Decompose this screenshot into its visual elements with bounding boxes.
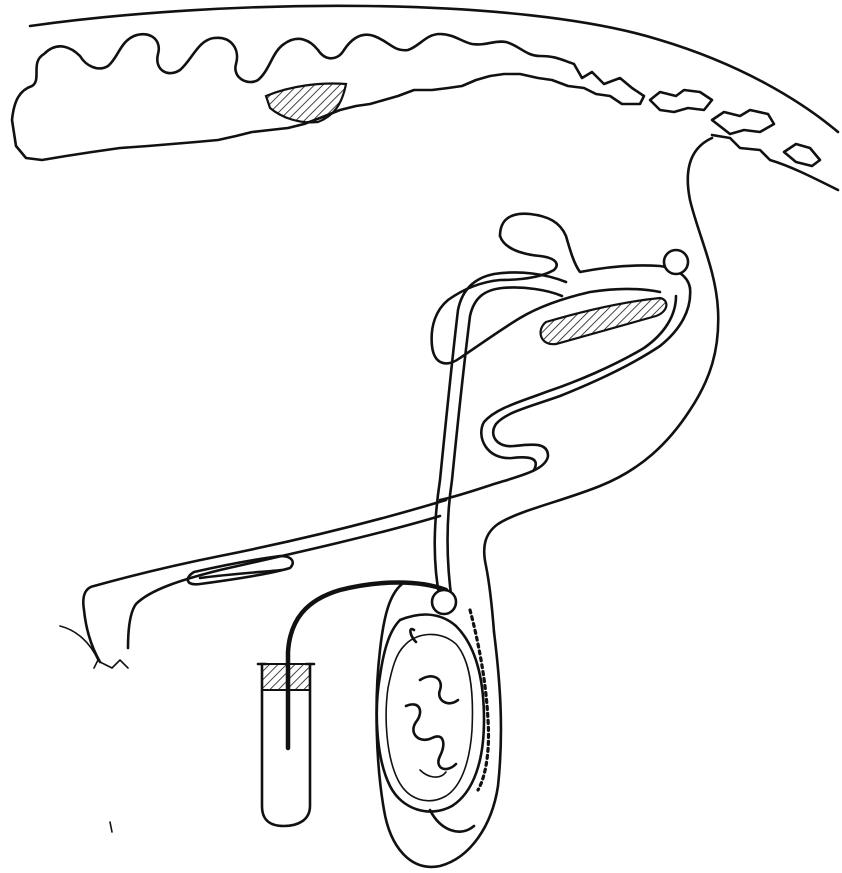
accessory-glands [432, 214, 691, 500]
stray-marks [110, 822, 112, 832]
collection-apparatus [258, 583, 456, 827]
testis [377, 610, 489, 832]
spinal-column [12, 6, 838, 190]
body-outline [377, 138, 719, 867]
urethral-canal [60, 272, 566, 668]
